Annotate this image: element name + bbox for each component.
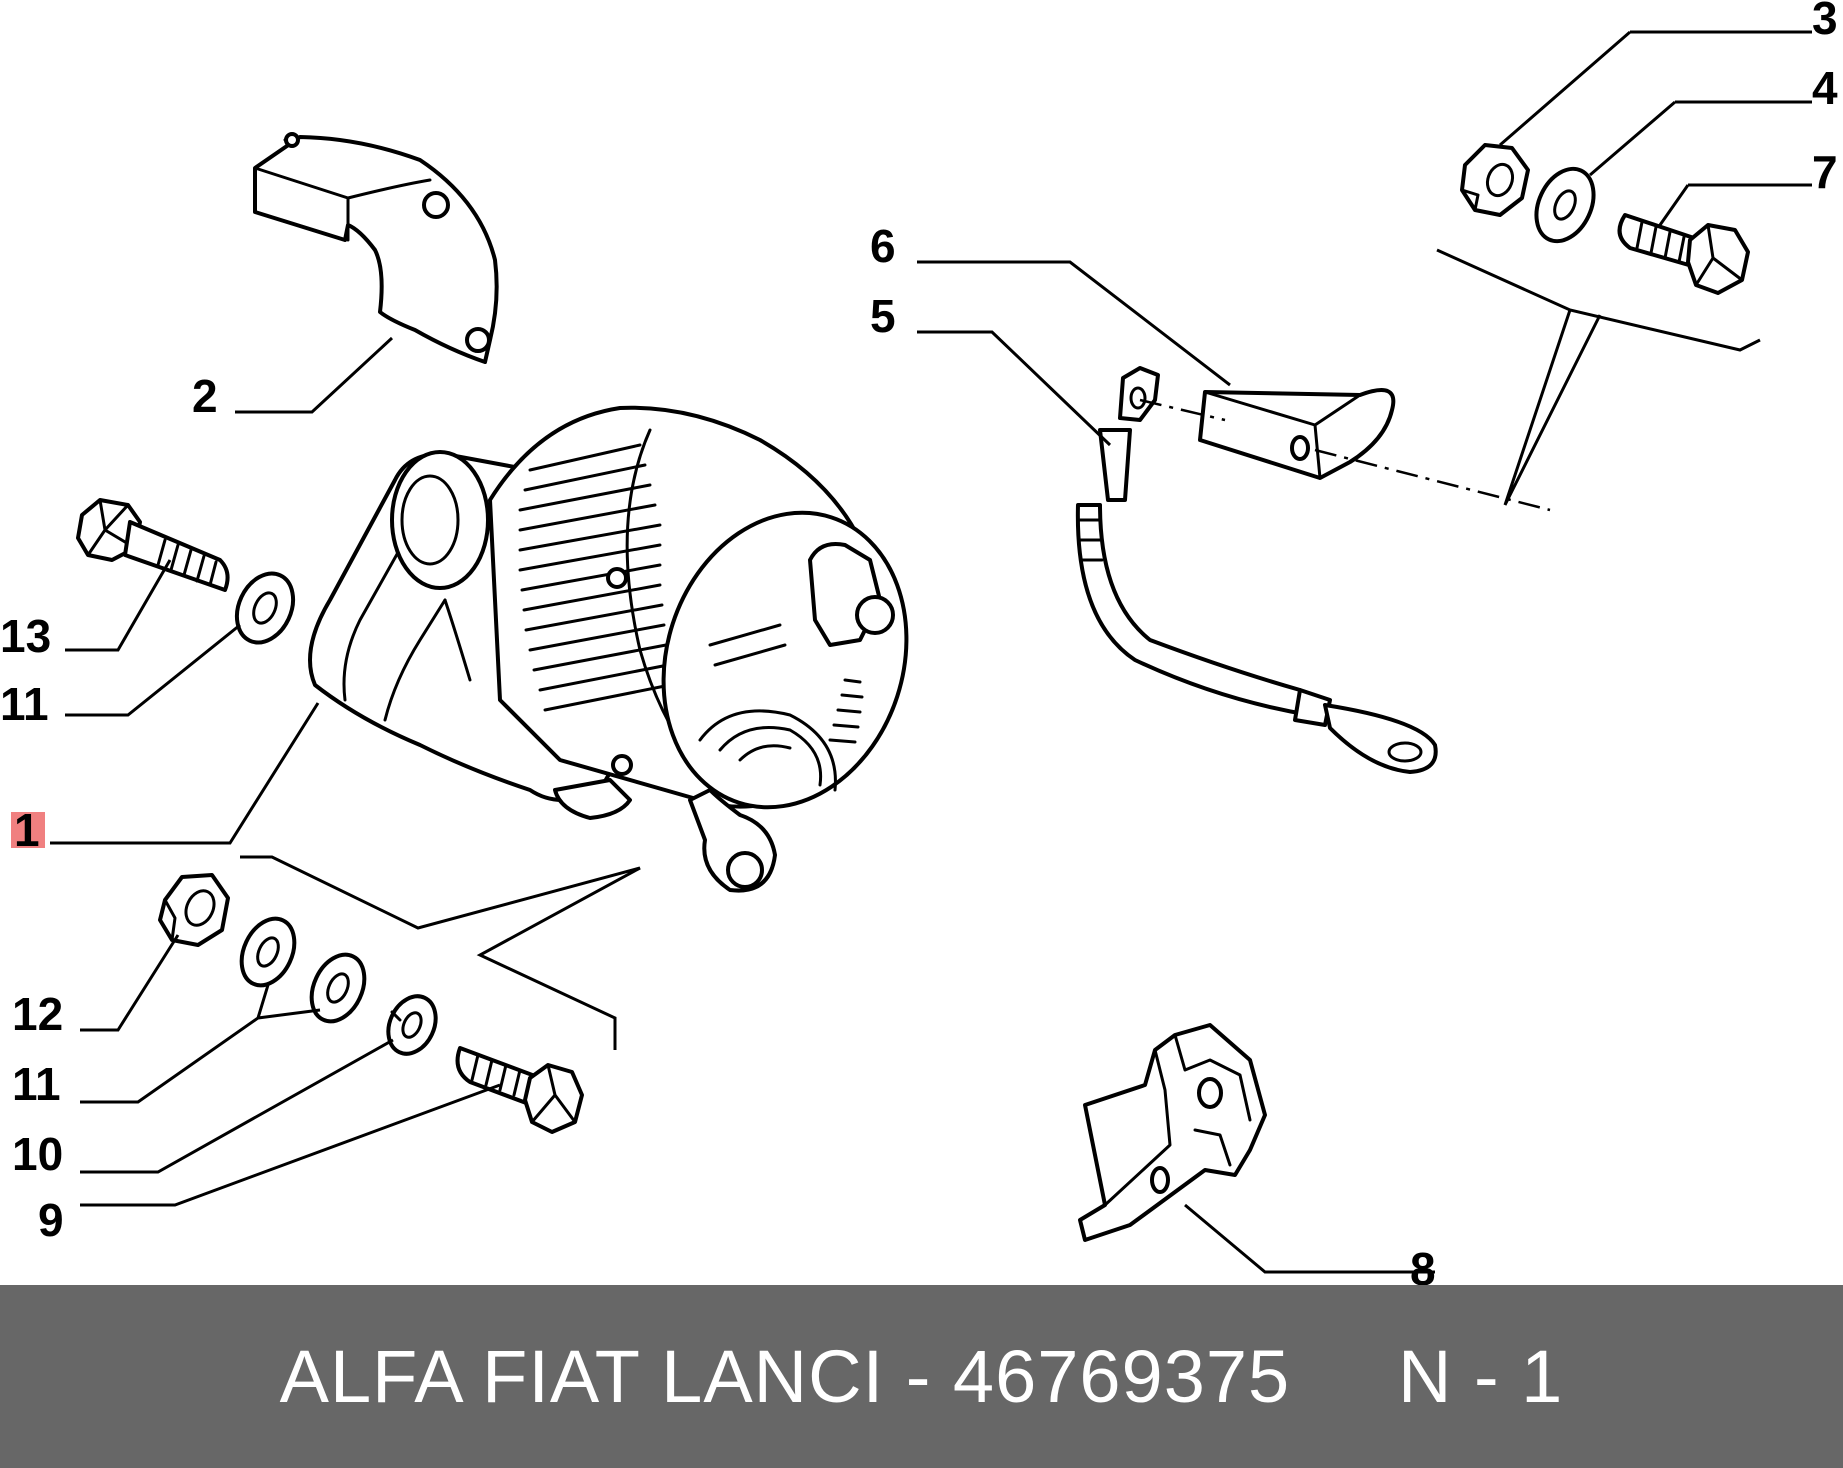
callout-1: 1 bbox=[14, 804, 40, 856]
callout-7: 7 bbox=[1812, 146, 1838, 198]
part-6-spacer bbox=[1198, 388, 1396, 480]
part-1-alternator bbox=[308, 405, 909, 893]
callout-11-lower: 11 bbox=[12, 1058, 61, 1110]
part-3-nut bbox=[1460, 143, 1530, 217]
part-8-bracket bbox=[1078, 1023, 1267, 1242]
part-9-bolt bbox=[455, 1046, 584, 1134]
callout-4: 4 bbox=[1812, 62, 1838, 114]
callout-6: 6 bbox=[870, 220, 896, 272]
leader-lines bbox=[50, 30, 1812, 1274]
part-4-washer bbox=[1534, 166, 1596, 244]
callout-2: 2 bbox=[192, 370, 218, 422]
part-11-washer-lower-a bbox=[239, 916, 297, 988]
part-2-cover-bracket bbox=[253, 132, 499, 364]
callout-1-highlight bbox=[11, 812, 45, 848]
callout-8: 8 bbox=[1410, 1243, 1436, 1285]
part-11-washer-lower-b bbox=[309, 952, 367, 1024]
callout-labels: 1 2 3 4 5 6 7 8 9 10 11 11 12 13 bbox=[0, 0, 1838, 1285]
part-11-washer-upper bbox=[234, 571, 296, 645]
footer-brand: ALFA FIAT LANCI bbox=[279, 1335, 885, 1418]
part-7-bolt bbox=[1617, 213, 1750, 295]
callout-9: 9 bbox=[38, 1194, 64, 1246]
part-5-ground-cable bbox=[1075, 366, 1438, 774]
part-10-spring-washer bbox=[386, 994, 438, 1056]
exploded-parts-diagram: 1 2 3 4 5 6 7 8 9 10 11 11 12 13 bbox=[0, 0, 1838, 1285]
part-12-nut bbox=[158, 873, 230, 947]
part-13-bolt bbox=[76, 498, 230, 592]
callout-3: 3 bbox=[1812, 0, 1838, 44]
footer-caption: ALFA FIAT LANCI - 46769375 N - 1 bbox=[280, 1334, 1564, 1419]
footer-separator: - bbox=[905, 1335, 932, 1418]
callout-11-upper: 11 bbox=[0, 678, 49, 730]
callout-5: 5 bbox=[870, 290, 896, 342]
footer-banner: ALFA FIAT LANCI - 46769375 N - 1 bbox=[0, 1285, 1843, 1468]
callout-10: 10 bbox=[12, 1128, 63, 1180]
callout-12: 12 bbox=[12, 988, 63, 1040]
footer-position: N - 1 bbox=[1397, 1335, 1564, 1418]
footer-part-number: 46769375 bbox=[952, 1335, 1291, 1418]
callout-13: 13 bbox=[0, 610, 51, 662]
